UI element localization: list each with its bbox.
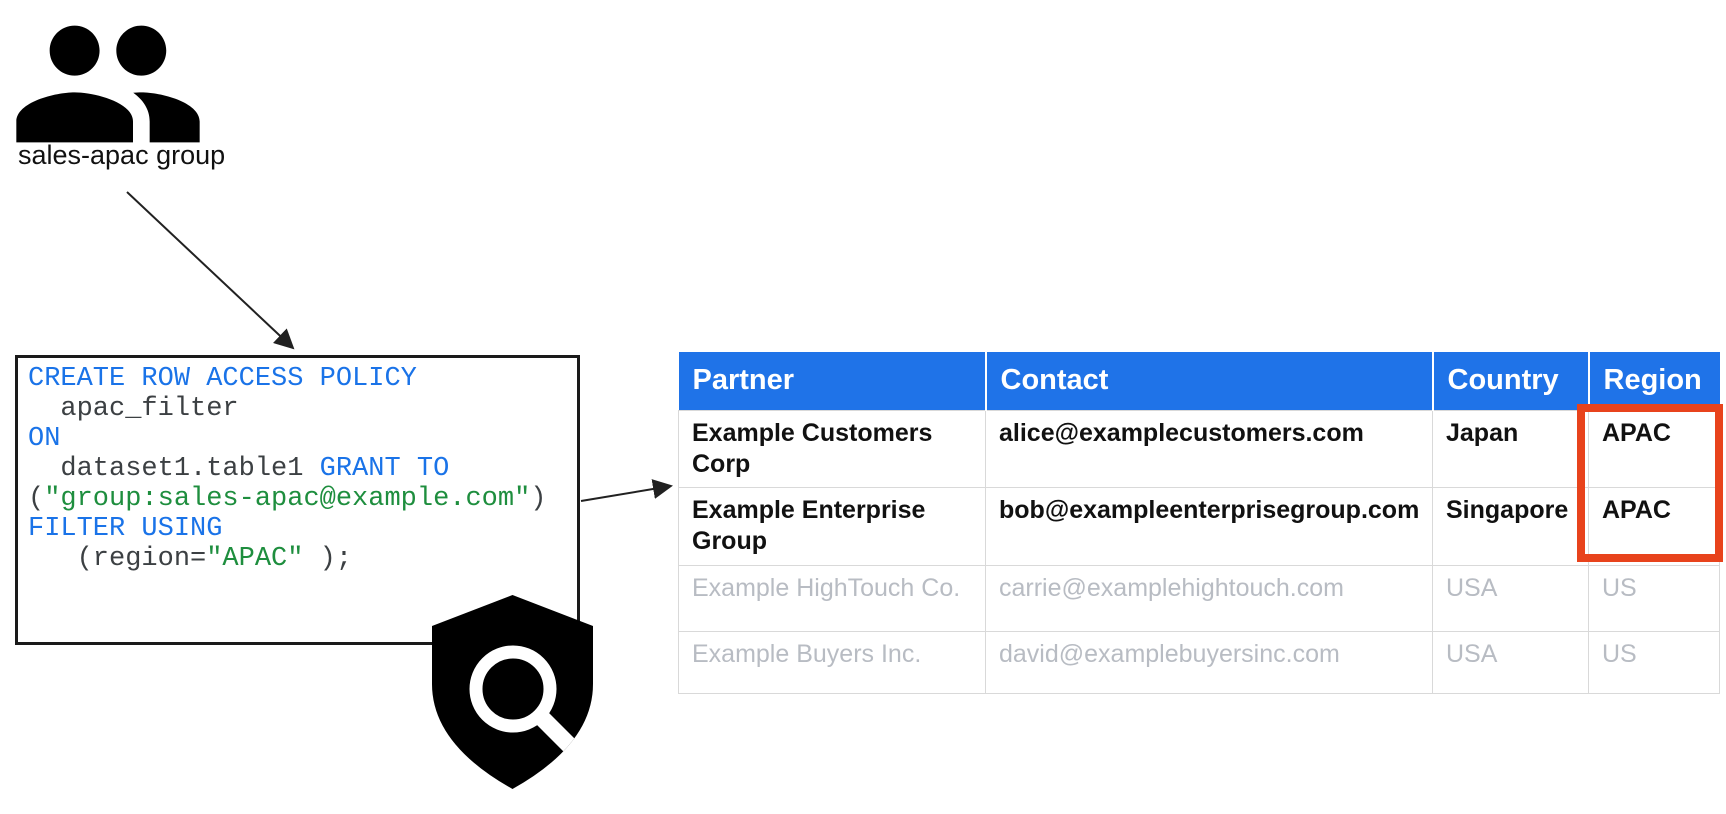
column-header-country: Country bbox=[1432, 352, 1590, 410]
code-token: ON bbox=[28, 424, 61, 454]
cell-partner: Example HighTouch Co. bbox=[678, 564, 986, 632]
cell-contact: david@examplebuyersinc.com bbox=[985, 630, 1433, 694]
code-line: FILTER USING bbox=[28, 514, 577, 544]
cell-region: US bbox=[1588, 630, 1720, 694]
code-token: GRANT TO bbox=[319, 454, 450, 484]
code-line: dataset1.table1 GRANT TO bbox=[28, 454, 577, 484]
cell-region: APAC bbox=[1588, 409, 1720, 488]
shield-magnifier-icon bbox=[432, 595, 593, 789]
cell-contact: bob@exampleenterprisegroup.com bbox=[985, 487, 1433, 566]
table-row: Example HighTouch Co.carrie@examplehight… bbox=[678, 564, 1720, 632]
group-label: sales-apac group bbox=[18, 140, 226, 170]
code-token: apac_filter bbox=[28, 394, 239, 424]
arrow-policy-to-table bbox=[580, 479, 673, 502]
cell-country: USA bbox=[1432, 564, 1589, 632]
cell-region: US bbox=[1588, 564, 1720, 632]
code-line: CREATE ROW ACCESS POLICY bbox=[28, 364, 577, 394]
code-token: (region= bbox=[28, 544, 207, 574]
table-header-row: Partner Contact Country Region bbox=[678, 352, 1720, 410]
code-token: CREATE ROW ACCESS POLICY bbox=[28, 364, 417, 394]
code-token: ); bbox=[303, 544, 353, 574]
code-token: dataset1.table1 bbox=[28, 454, 320, 484]
column-header-contact: Contact bbox=[985, 352, 1434, 410]
cell-country: Japan bbox=[1432, 409, 1589, 488]
arrow-group-to-policy bbox=[126, 191, 295, 350]
cell-partner: Example Customers Corp bbox=[678, 409, 986, 488]
group-icon bbox=[16, 25, 200, 143]
code-token: FILTER USING bbox=[28, 514, 223, 544]
table-row: Example Buyers Inc.david@examplebuyersin… bbox=[678, 630, 1720, 694]
cell-partner: Example Buyers Inc. bbox=[678, 630, 986, 694]
code-line: ("group:sales-apac@example.com") bbox=[28, 484, 577, 514]
code-token: ( bbox=[28, 484, 45, 514]
cell-contact: carrie@examplehightouch.com bbox=[985, 564, 1433, 632]
cell-partner: Example Enterprise Group bbox=[678, 487, 986, 566]
code-token: ) bbox=[530, 484, 547, 514]
code-line: apac_filter bbox=[28, 394, 577, 424]
cell-region: APAC bbox=[1588, 487, 1720, 566]
cell-contact: alice@examplecustomers.com bbox=[985, 409, 1433, 488]
code-token: "group:sales-apac@example.com" bbox=[44, 484, 531, 514]
code-line: ON bbox=[28, 424, 577, 454]
code-token: "APAC" bbox=[206, 544, 304, 574]
code-line: (region="APAC" ); bbox=[28, 544, 577, 574]
column-header-partner: Partner bbox=[678, 352, 987, 410]
column-header-region: Region bbox=[1588, 352, 1720, 410]
partner-table: Partner Contact Country Region Example C… bbox=[678, 352, 1720, 694]
cell-country: USA bbox=[1432, 630, 1589, 694]
cell-country: Singapore bbox=[1432, 487, 1589, 566]
region-highlight-box bbox=[1577, 404, 1723, 562]
